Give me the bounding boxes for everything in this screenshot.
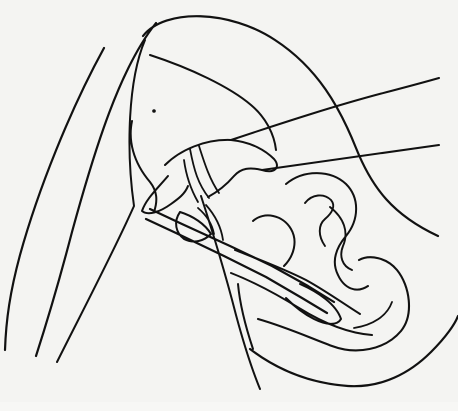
instrument-shaft-lower — [146, 219, 327, 313]
pelvic-floor-line — [201, 196, 260, 389]
back-contour — [143, 16, 438, 236]
posterior-wall-line — [238, 284, 253, 349]
inner-organ-fold — [330, 207, 352, 270]
buttock-fold — [150, 55, 276, 150]
hand-outline — [165, 140, 277, 197]
rectum-inner-line — [354, 302, 392, 328]
thigh-outline-inner — [36, 23, 156, 356]
forearm-lower-line — [262, 145, 439, 170]
perineum-outline — [131, 121, 157, 212]
uterus-outline — [286, 173, 368, 289]
forearm-upper-line — [231, 78, 439, 140]
thigh-outline-outer — [5, 48, 104, 350]
bottom-paper-edge — [0, 402, 458, 411]
uterine-cavity — [305, 195, 333, 246]
bladder-outline — [253, 215, 295, 266]
skin-mark — [152, 109, 156, 113]
thigh-outline-front — [57, 40, 145, 362]
